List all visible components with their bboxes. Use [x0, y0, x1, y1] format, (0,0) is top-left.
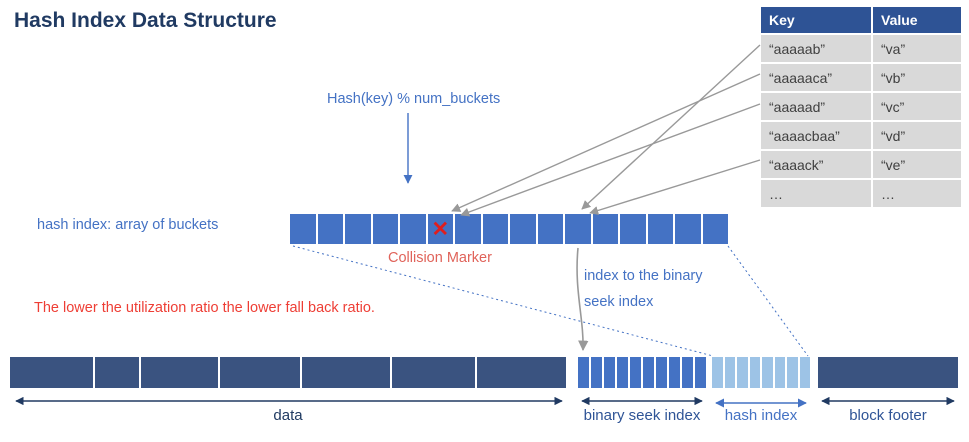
block-segment: [818, 357, 958, 388]
bucket-array-label: hash index: array of buckets: [37, 217, 219, 233]
binary-seek-index-block: [578, 357, 706, 388]
block-segment: [10, 357, 96, 388]
block-segment: [301, 357, 392, 388]
key-cell: “aaaaab”: [759, 33, 873, 64]
block-segment: [643, 357, 656, 388]
bucket-cell: [537, 214, 565, 244]
table-row: “aaaaad”“vc”: [759, 91, 963, 122]
block-segment: [749, 357, 762, 388]
bucket-cell: [482, 214, 510, 244]
block-segment: [787, 357, 800, 388]
collision-marker-label: Collision Marker: [388, 250, 492, 266]
utilization-note: The lower the utilization ratio the lowe…: [34, 300, 375, 316]
block-segment: [219, 357, 302, 388]
block-segment: [682, 357, 695, 388]
bucket-cell: [372, 214, 400, 244]
value-cell: “va”: [871, 33, 963, 64]
block-segment: [762, 357, 775, 388]
collision-marker-x: ✕: [431, 217, 450, 241]
page-title: Hash Index Data Structure: [14, 9, 277, 32]
bucket-cell: [620, 214, 648, 244]
table-row: “aaaaaca”“vb”: [759, 62, 963, 93]
block-segment: [656, 357, 669, 388]
block-segment: [695, 357, 706, 388]
block-segment: [578, 357, 591, 388]
key-value-table: Key Value “aaaaab”“va”“aaaaaca”“vb”“aaaa…: [759, 5, 963, 209]
table-row: “aaaack”“ve”: [759, 149, 963, 180]
key-cell: “aaaacbaa”: [759, 120, 873, 151]
block-segment: [476, 357, 567, 388]
bucket-cell: [345, 214, 373, 244]
block-segment: [391, 357, 477, 388]
bucket-cell: [565, 214, 593, 244]
bucket-cell: [592, 214, 620, 244]
data-block: [10, 357, 567, 388]
block-footer-block: [818, 357, 958, 388]
bucket-cell: [510, 214, 538, 244]
key-cell: “aaaaaca”: [759, 62, 873, 93]
block-segment: [712, 357, 725, 388]
value-cell: “vb”: [871, 62, 963, 93]
block-segment: [604, 357, 617, 388]
block-footer-label: block footer: [849, 407, 927, 424]
table-row: ……: [759, 178, 963, 209]
value-cell: “vc”: [871, 91, 963, 122]
value-cell: …: [871, 178, 963, 209]
value-cell: “ve”: [871, 149, 963, 180]
hash-index-label: hash index: [724, 407, 798, 424]
value-column-header: Value: [871, 5, 963, 35]
bucket-cell: [455, 214, 483, 244]
hash-function-label: Hash(key) % num_buckets: [327, 91, 501, 107]
bucket-cell: [702, 214, 728, 244]
value-cell: “vd”: [871, 120, 963, 151]
block-segment: [95, 357, 142, 388]
seek-index-note: index to the binary seek index: [584, 263, 703, 315]
block-segment: [724, 357, 737, 388]
bucket-cell: [290, 214, 318, 244]
block-segment: [591, 357, 604, 388]
block-segment: [774, 357, 787, 388]
key-cell: “aaaaad”: [759, 91, 873, 122]
block-segment: [141, 357, 220, 388]
extent-arrows: [15, 396, 955, 408]
binary-seek-index-label: binary seek index: [583, 407, 701, 424]
bucket-array: ✕: [290, 214, 728, 244]
table-header-row: Key Value: [759, 5, 963, 35]
block-segment: [737, 357, 750, 388]
seek-index-note-line2: seek index: [584, 294, 654, 310]
block-segment: [630, 357, 643, 388]
bucket-to-seek-index-arrow: [576, 247, 589, 352]
bucket-cell: [647, 214, 675, 244]
table-row: “aaaaab”“va”: [759, 33, 963, 64]
key-cell: …: [759, 178, 873, 209]
key-to-bucket-arrows: [451, 44, 761, 217]
kv-table-body: “aaaaab”“va”“aaaaaca”“vb”“aaaaad”“vc”“aa…: [759, 33, 963, 209]
bucket-cell: ✕: [427, 214, 455, 244]
block-segment: [617, 357, 630, 388]
bucket-cell: [317, 214, 345, 244]
key-column-header: Key: [759, 5, 873, 35]
table-row: “aaaacbaa”“vd”: [759, 120, 963, 151]
seek-index-note-line1: index to the binary: [584, 268, 703, 284]
hash-index-block: [712, 357, 810, 388]
block-segment: [799, 357, 810, 388]
block-segment: [669, 357, 682, 388]
bucket-cell: [675, 214, 703, 244]
bucket-cell: [400, 214, 428, 244]
data-block-label: data: [273, 407, 303, 424]
key-cell: “aaaack”: [759, 149, 873, 180]
